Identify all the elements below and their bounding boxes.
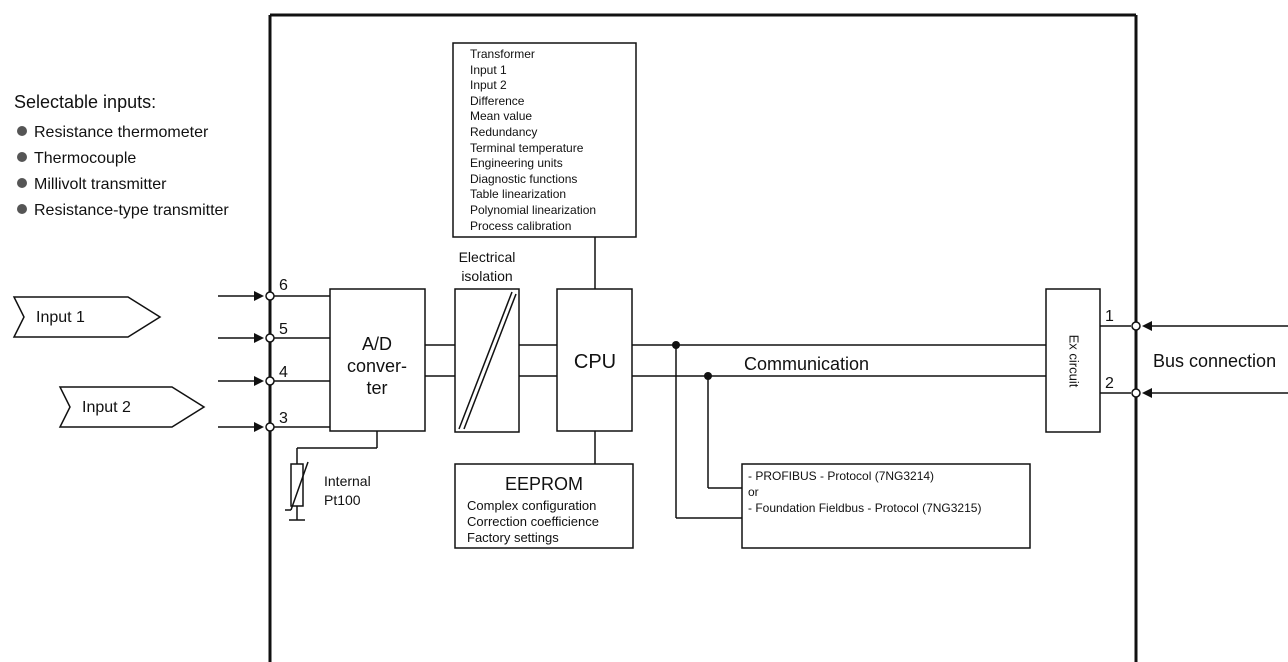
isolation-label: isolation xyxy=(461,268,512,284)
input-2-label: Input 2 xyxy=(82,399,131,416)
bullet-icon xyxy=(17,204,27,214)
ad-converter-label: A/D xyxy=(362,334,392,354)
bus-terminal-wires: 1 2 xyxy=(1100,308,1288,398)
function-item: Difference xyxy=(470,94,525,108)
ex-circuit-block: Ex circuit xyxy=(1045,288,1101,433)
terminal-label: 6 xyxy=(279,277,288,294)
cpu-block: CPU xyxy=(556,237,633,464)
terminal-2 xyxy=(1131,388,1141,398)
protocol-item: or xyxy=(748,485,759,499)
communication-label: Communication xyxy=(744,354,869,374)
function-item: Transformer xyxy=(470,47,535,61)
terminal-label: 3 xyxy=(279,410,288,427)
eeprom-title: EEPROM xyxy=(505,474,583,494)
protocol-item: - PROFIBUS - Protocol (7NG3214) xyxy=(748,469,934,483)
terminal-label: 4 xyxy=(279,364,288,381)
left-terminal-arrows xyxy=(218,291,264,432)
selectable-input-item: Resistance-type transmitter xyxy=(34,202,229,219)
terminal-label: 2 xyxy=(1105,375,1114,392)
function-item: Input 2 xyxy=(470,78,507,92)
adc-isolation-wires xyxy=(425,344,455,377)
communication-bus: Communication xyxy=(632,341,1046,519)
eeprom-item: Factory settings xyxy=(467,530,559,545)
terminal-6 xyxy=(265,291,275,301)
function-item: Input 1 xyxy=(470,63,507,77)
terminal-3 xyxy=(265,422,275,432)
selectable-input-item: Millivolt transmitter xyxy=(34,176,167,193)
ad-converter-label: conver- xyxy=(347,356,407,376)
function-item: Redundancy xyxy=(470,125,537,139)
eeprom-block: EEPROM Complex configuration Correction … xyxy=(454,463,634,549)
protocol-item: - Foundation Fieldbus - Protocol (7NG321… xyxy=(748,501,981,515)
selectable-inputs-list: Selectable inputs: Resistance thermomete… xyxy=(14,92,229,219)
input-1-label: Input 1 xyxy=(36,309,85,326)
terminal-4 xyxy=(265,376,275,386)
selectable-input-item: Thermocouple xyxy=(34,150,136,167)
selectable-inputs-title: Selectable inputs: xyxy=(14,92,156,112)
function-item: Terminal temperature xyxy=(470,141,584,155)
cpu-label: CPU xyxy=(574,351,616,373)
input-1-arrow: Input 1 xyxy=(12,296,162,338)
terminal-wires xyxy=(274,295,330,428)
functions-box: Transformer Input 1 Input 2 Difference M… xyxy=(452,42,637,238)
terminal-label: 1 xyxy=(1105,308,1114,325)
bullet-icon xyxy=(17,178,27,188)
function-item: Mean value xyxy=(470,109,532,123)
input-2-arrow: Input 2 xyxy=(58,386,206,428)
function-item: Diagnostic functions xyxy=(470,172,577,186)
isolation-label: Electrical xyxy=(459,249,516,265)
protocol-box: - PROFIBUS - Protocol (7NG3214) or - Fou… xyxy=(741,463,1031,549)
bus-connection-label: Bus connection xyxy=(1153,351,1276,371)
internal-pt100-label: Pt100 xyxy=(324,492,361,508)
internal-pt100-label: Internal xyxy=(324,473,371,489)
eeprom-item: Correction coefficience xyxy=(467,514,599,529)
internal-pt100-sensor: Internal Pt100 xyxy=(285,431,378,521)
terminal-label: 5 xyxy=(279,321,288,338)
eeprom-item: Complex configuration xyxy=(467,498,596,513)
bullet-icon xyxy=(17,126,27,136)
function-item: Process calibration xyxy=(470,219,571,233)
selectable-input-item: Resistance thermometer xyxy=(34,124,209,141)
terminal-1 xyxy=(1131,321,1141,331)
ad-converter-block: A/D conver- ter xyxy=(329,288,426,432)
electrical-isolation-block: Electrical isolation xyxy=(454,249,520,433)
function-item: Table linearization xyxy=(470,187,566,201)
ex-circuit-label: Ex circuit xyxy=(1067,335,1082,388)
function-item: Polynomial linearization xyxy=(470,203,596,217)
isolation-cpu-wires xyxy=(519,344,557,377)
function-item: Engineering units xyxy=(470,156,563,170)
bullet-icon xyxy=(17,152,27,162)
ad-converter-label: ter xyxy=(366,378,387,398)
terminal-5 xyxy=(265,333,275,343)
